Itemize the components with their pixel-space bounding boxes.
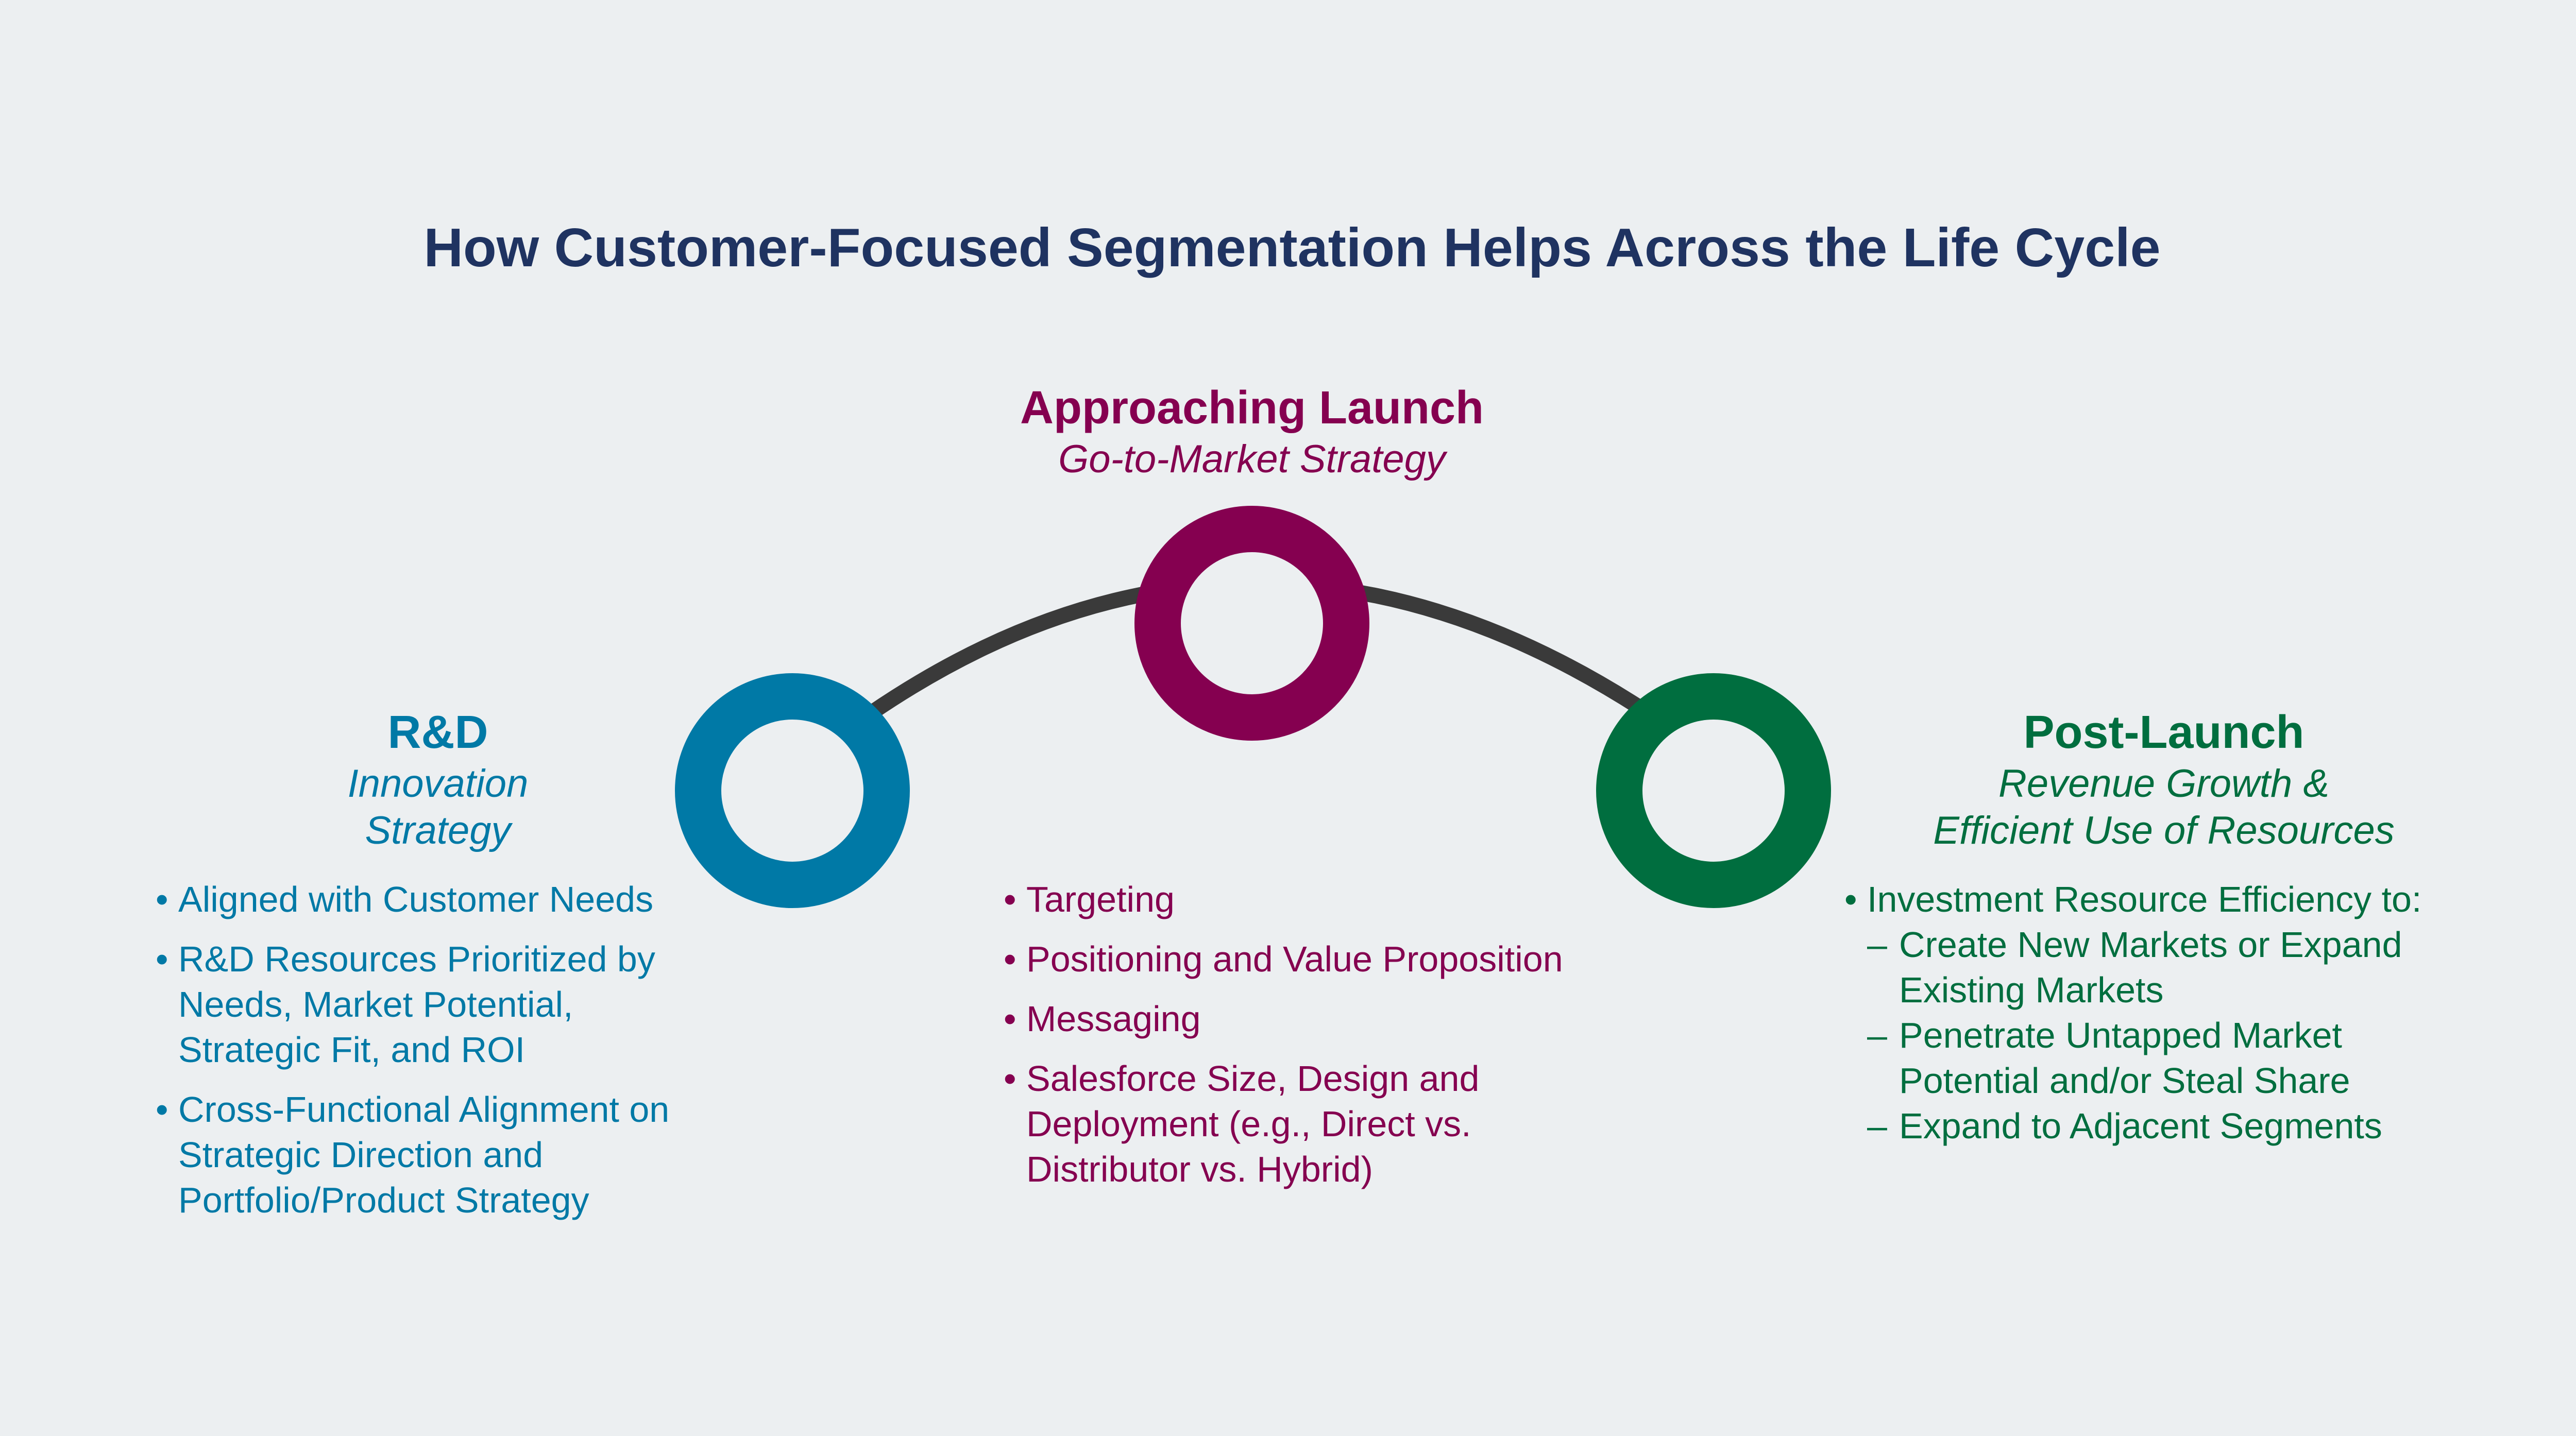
approaching-launch-stage-ring [1134,506,1369,741]
post-launch-sub-bullet-list: Create New Markets or Expand Existing Ma… [1867,922,2463,1149]
post-launch-bullet-text: Investment Resource Efficiency to: [1867,879,2422,919]
rd-bullet: Cross-Functional Alignment on Strategic … [156,1087,697,1223]
approaching-launch-stage-heading: Approaching Launch Go-to-Market Strategy [917,380,1587,483]
approaching-launch-bullet-list: Targeting Positioning and Value Proposit… [1004,877,1612,1206]
rd-stage-subtitle-line2: Strategy [365,809,511,853]
post-launch-sub-bullet: Penetrate Untapped Market Potential and/… [1867,1013,2463,1103]
rd-bullet: Aligned with Customer Needs [156,877,697,922]
diagram-title: How Customer-Focused Segmentation Helps … [423,217,2161,278]
rd-bullet: R&D Resources Prioritized by Needs, Mark… [156,936,697,1072]
approaching-launch-bullet: Messaging [1004,996,1612,1041]
post-launch-sub-bullet: Expand to Adjacent Segments [1867,1103,2463,1149]
approaching-launch-bullet: Positioning and Value Proposition [1004,936,1612,982]
post-launch-sub-bullet: Create New Markets or Expand Existing Ma… [1867,922,2463,1013]
post-launch-bullet: Investment Resource Efficiency to: Creat… [1844,877,2463,1149]
post-launch-stage-subtitle-line2: Efficient Use of Resources [1933,809,2395,853]
approaching-launch-stage-subtitle: Go-to-Market Strategy [1058,437,1446,481]
rd-bullet-list: Aligned with Customer Needs R&D Resource… [156,877,697,1237]
rd-stage-subtitle-line1: Innovation [347,762,529,806]
post-launch-bullet-list: Investment Resource Efficiency to: Creat… [1844,877,2463,1163]
approaching-launch-stage-name: Approaching Launch [1020,382,1484,434]
post-launch-stage-name: Post-Launch [2023,707,2304,758]
approaching-launch-bullet: Targeting [1004,877,1612,922]
post-launch-stage-subtitle-line1: Revenue Growth & [1998,762,2330,806]
post-launch-stage-heading: Post-Launch Revenue Growth & Efficient U… [1839,705,2488,854]
rd-stage-heading: R&D Innovation Strategy [283,705,592,854]
rd-stage-ring [675,673,910,908]
rd-stage-name: R&D [387,707,488,758]
approaching-launch-bullet: Salesforce Size, Design and Deployment (… [1004,1056,1612,1192]
post-launch-stage-ring [1596,673,1831,908]
